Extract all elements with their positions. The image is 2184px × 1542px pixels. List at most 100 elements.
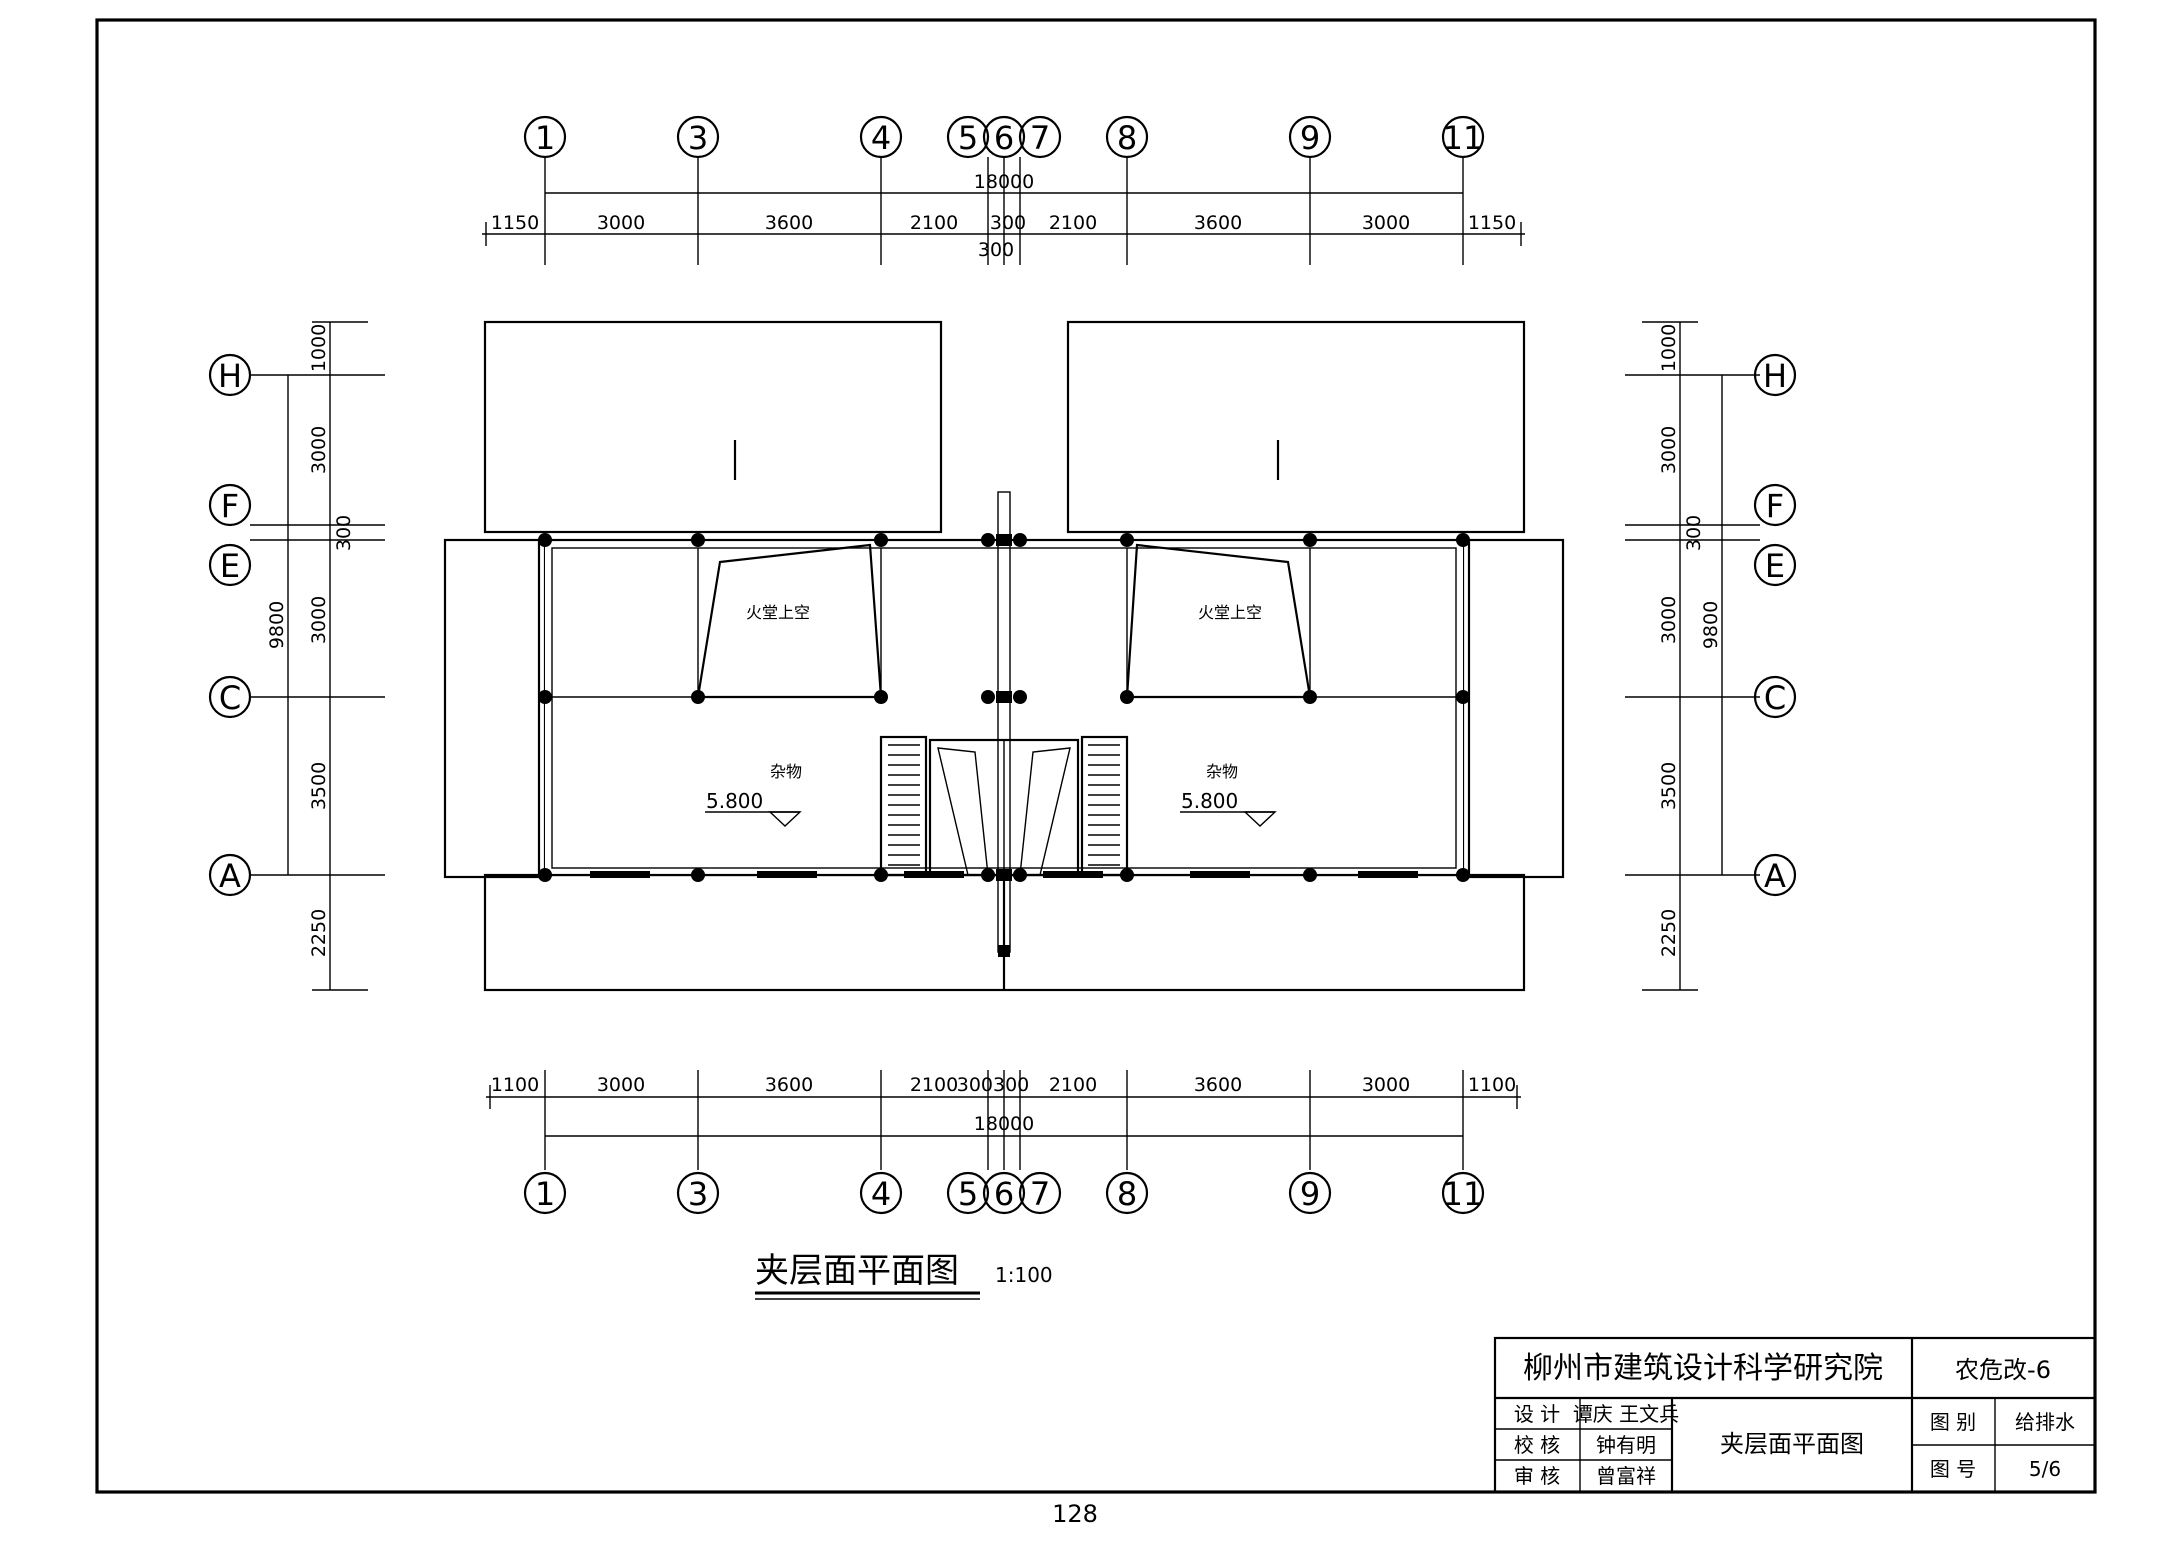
svg-text:8: 8 — [1117, 119, 1137, 157]
svg-text:1000: 1000 — [308, 324, 330, 372]
axis-bubble-bottom-8: 8 — [1105, 1171, 1149, 1215]
drawing-scale: 1:100 — [995, 1263, 1053, 1287]
svg-text:1: 1 — [535, 1175, 555, 1213]
dim-bottom-seg: 1100 — [491, 1074, 539, 1096]
title-block-category-label: 图 别 — [1930, 1410, 1976, 1434]
svg-text:E: E — [220, 547, 240, 585]
dim-bottom-seg: 2100 — [910, 1074, 958, 1096]
svg-text:2250: 2250 — [308, 909, 330, 957]
title-block-project-code: 农危改-6 — [1955, 1356, 2051, 1384]
axis-bubble-bottom-6: 6 — [982, 1171, 1026, 1215]
dim-bottom-seg: 3600 — [1194, 1074, 1242, 1096]
axis-bubble-right-E: E — [1753, 543, 1797, 587]
svg-text:3000: 3000 — [1658, 596, 1680, 644]
axis-bubble-bottom-5: 5 — [946, 1171, 990, 1215]
drawing-title-text: 夹层面平面图 — [755, 1251, 959, 1291]
title-block-design-name: 谭庆 王文兵 — [1573, 1402, 1679, 1426]
top-dimension-text: 18000 1150 3000 3600 2100 300 2100 3600 … — [491, 171, 1516, 261]
left-dimension-text: 1000 3000 300 3000 3500 2250 9800 — [266, 324, 355, 957]
svg-text:9800: 9800 — [266, 601, 288, 649]
svg-text:300: 300 — [333, 515, 355, 551]
title-block-review-label: 审 核 — [1514, 1464, 1560, 1488]
elevation-marks: 5.800 5.800 — [705, 789, 1277, 827]
axis-bubble-right-A: A — [1753, 853, 1797, 897]
dim-top-seg: 3000 — [597, 212, 645, 234]
svg-text:3000: 3000 — [308, 426, 330, 474]
axis-bubble-top-5: 5 — [946, 115, 990, 159]
svg-text:11: 11 — [1443, 119, 1484, 157]
drawing-title: 夹层面平面图 1:100 — [755, 1251, 1053, 1300]
left-dimension-lines — [250, 321, 385, 991]
axis-bubble-bottom-11: 11 — [1441, 1171, 1485, 1215]
axis-bubble-bottom-4: 4 — [859, 1171, 903, 1215]
title-block-check-label: 校 核 — [1514, 1433, 1560, 1457]
top-axis-bubbles: 1 3 4 5 6 7 8 9 11 — [523, 115, 1485, 159]
roof-top-left — [483, 320, 943, 534]
room-label-hall-void-left: 火堂上空 — [746, 603, 810, 622]
svg-text:5: 5 — [958, 119, 978, 157]
svg-text:3500: 3500 — [308, 762, 330, 810]
roof-left — [443, 538, 547, 879]
svg-text:H: H — [218, 357, 242, 395]
axis-bubble-bottom-1: 1 — [523, 1171, 567, 1215]
axis-bubble-top-8: 8 — [1105, 115, 1149, 159]
svg-text:3500: 3500 — [1658, 762, 1680, 810]
page-number: 128 — [1052, 1500, 1098, 1528]
axis-bubble-left-A: A — [208, 853, 252, 897]
title-block-category-value: 给排水 — [2015, 1410, 2075, 1434]
svg-text:7: 7 — [1030, 1175, 1050, 1213]
svg-text:4: 4 — [871, 1175, 891, 1213]
svg-text:9800: 9800 — [1700, 601, 1722, 649]
axis-bubble-right-F: F — [1753, 483, 1797, 527]
right-axis-bubbles: H F E C A — [1753, 353, 1797, 897]
axis-bubble-top-6: 6 — [982, 115, 1026, 159]
svg-text:6: 6 — [994, 1175, 1014, 1213]
bottom-dimension-lines — [486, 1070, 1521, 1170]
bottom-dimension-text: 1100 3000 3600 2100 300300 2100 3600 300… — [491, 1074, 1516, 1135]
title-block-institute: 柳州市建筑设计科学研究院 — [1523, 1351, 1883, 1386]
right-dimension-lines — [1625, 321, 1760, 991]
right-dimension-text: 1000 3000 300 3000 3500 2250 9800 — [1658, 324, 1722, 957]
title-block-check-name: 钟有明 — [1596, 1433, 1656, 1457]
svg-text:9: 9 — [1300, 1175, 1320, 1213]
dim-bottom-seg: 3000 — [597, 1074, 645, 1096]
sheet-border — [95, 18, 2097, 1494]
dim-bottom-seg: 1100 — [1468, 1074, 1516, 1096]
room-label-hall-void-right: 火堂上空 — [1198, 603, 1262, 622]
axis-bubble-top-7: 7 — [1018, 115, 1062, 159]
dim-bottom-total: 18000 — [974, 1113, 1034, 1135]
svg-text:E: E — [1765, 547, 1785, 585]
axis-bubble-top-1: 1 — [523, 115, 567, 159]
svg-text:5: 5 — [958, 1175, 978, 1213]
axis-bubble-top-3: 3 — [676, 115, 720, 159]
axis-bubble-bottom-3: 3 — [676, 1171, 720, 1215]
axis-bubble-top-11: 11 — [1441, 115, 1485, 159]
dim-bottom-seg: 300300 — [957, 1074, 1030, 1096]
dim-bottom-seg: 2100 — [1049, 1074, 1097, 1096]
title-block: 柳州市建筑设计科学研究院 农危改-6 设 计 谭庆 王文兵 校 核 钟有明 审 … — [1493, 1336, 2097, 1494]
title-block-design-label: 设 计 — [1514, 1402, 1560, 1426]
roof-top-right — [1066, 320, 1526, 534]
axis-bubble-top-4: 4 — [859, 115, 903, 159]
svg-text:11: 11 — [1443, 1175, 1484, 1213]
axis-bubble-left-H: H — [208, 353, 252, 397]
dim-top-extra: 300 — [978, 239, 1014, 261]
title-block-review-name: 曾富祥 — [1596, 1464, 1656, 1488]
svg-text:3: 3 — [688, 119, 708, 157]
stairs — [879, 735, 1129, 877]
title-block-number-value: 5/6 — [2029, 1457, 2061, 1481]
axis-bubble-left-E: E — [208, 543, 252, 587]
dim-top-seg: 1150 — [491, 212, 539, 234]
dim-top-seg: 1150 — [1468, 212, 1516, 234]
svg-text:1000: 1000 — [1658, 324, 1680, 372]
room-label-storage-left: 杂物 — [770, 762, 802, 781]
svg-text:A: A — [1764, 857, 1786, 895]
dim-top-total: 18000 — [974, 171, 1034, 193]
svg-text:F: F — [221, 487, 239, 525]
dim-top-seg: 3600 — [765, 212, 813, 234]
svg-text:H: H — [1763, 357, 1787, 395]
svg-text:4: 4 — [871, 119, 891, 157]
columns — [538, 533, 1470, 957]
dim-top-seg: 300 — [990, 212, 1026, 234]
